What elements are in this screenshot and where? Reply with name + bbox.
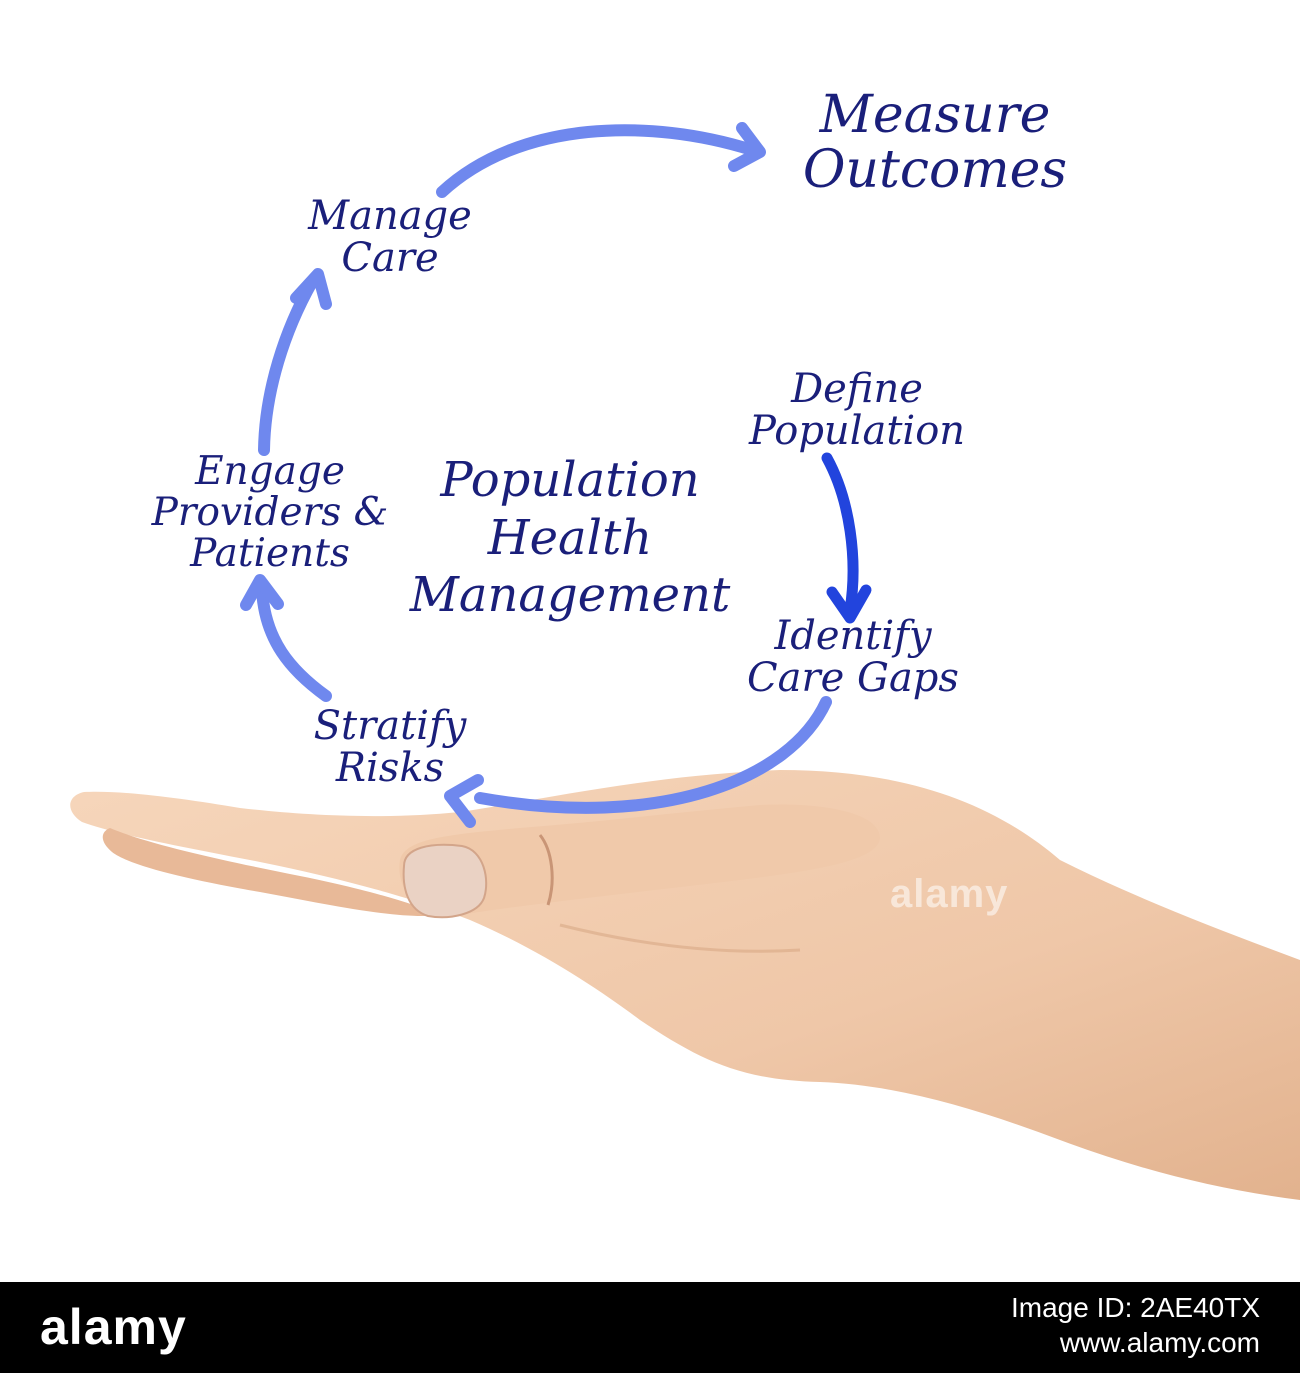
step-label-line: Care bbox=[341, 235, 439, 281]
arrow-manage-to-measure bbox=[436, 124, 758, 198]
step-measure-outcomes: Measure Outcomes bbox=[770, 88, 1100, 197]
cycle-arrows bbox=[240, 122, 872, 828]
arrow-stratify-to-engage bbox=[256, 584, 332, 702]
hand-finger-lower bbox=[102, 828, 440, 916]
footer-logo[interactable]: alamy bbox=[40, 1299, 187, 1355]
thumbnail bbox=[402, 843, 488, 919]
hand-palm bbox=[70, 770, 1300, 1200]
step-label-line: Providers & bbox=[151, 489, 389, 535]
step-label-line: Population bbox=[748, 408, 966, 454]
center-title-line: Health bbox=[487, 509, 653, 566]
footer-bar: alamy Image ID: 2AE40TX www.alamy.com bbox=[0, 1282, 1300, 1373]
step-label-line: Define bbox=[791, 366, 923, 412]
site-url-link[interactable]: www.alamy.com bbox=[1059, 1327, 1260, 1358]
step-stratify-risks: Stratify Risks bbox=[290, 705, 490, 789]
diagram-art bbox=[70, 122, 1300, 1200]
step-label-line: Risks bbox=[335, 745, 445, 791]
step-identify-care-gaps: Identify Care Gaps bbox=[728, 615, 978, 699]
arrowhead-measure bbox=[728, 122, 766, 172]
step-label-line: Manage bbox=[308, 193, 472, 239]
step-manage-care: Manage Care bbox=[280, 195, 500, 279]
arrow-engage-to-manage bbox=[258, 276, 318, 456]
step-label-line: Stratify bbox=[313, 703, 467, 749]
image-id-text: Image ID: 2AE40TX bbox=[1010, 1292, 1260, 1323]
center-title: Population Health Management bbox=[380, 452, 760, 625]
hand-image bbox=[70, 770, 1300, 1200]
step-label-line: Care Gaps bbox=[747, 655, 959, 701]
step-label-line: Identify bbox=[774, 613, 932, 659]
arrowhead-identify bbox=[826, 584, 872, 624]
step-label-line: Engage bbox=[195, 449, 345, 494]
step-label-line: Measure bbox=[819, 85, 1051, 145]
watermark-text: alamy bbox=[890, 872, 1009, 916]
center-title-line: Population bbox=[440, 452, 700, 508]
step-engage-providers-patients: Engage Providers & Patients bbox=[130, 449, 410, 576]
arrow-define-to-identify bbox=[821, 452, 859, 616]
step-label-line: Patients bbox=[190, 530, 350, 576]
hand-shadow-line bbox=[559, 923, 801, 953]
hand-thumb bbox=[399, 804, 880, 916]
hand-crease bbox=[538, 834, 554, 906]
arrowhead-stratify bbox=[444, 774, 484, 828]
arrowhead-manage bbox=[290, 268, 332, 310]
footer-image-id: Image ID: 2AE40TX www.alamy.com bbox=[1011, 1290, 1260, 1360]
step-define-population: Define Population bbox=[712, 368, 1002, 452]
step-label-line: Outcomes bbox=[802, 139, 1068, 200]
arrow-identify-to-stratify bbox=[474, 696, 832, 814]
arrowhead-engage bbox=[240, 574, 284, 611]
center-title-line: Management bbox=[409, 567, 731, 624]
